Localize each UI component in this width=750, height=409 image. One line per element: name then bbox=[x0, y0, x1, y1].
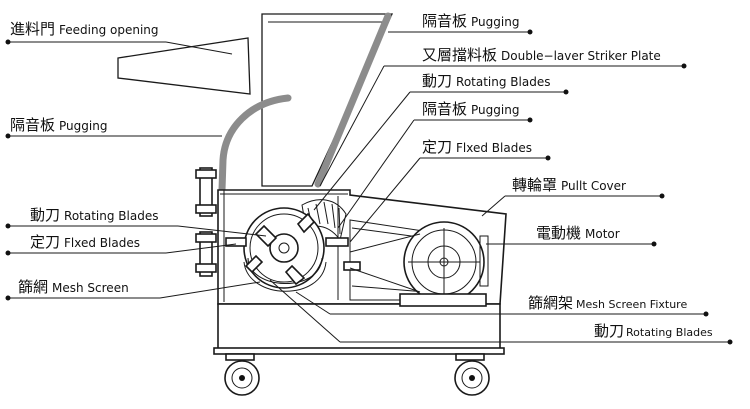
pugging-panels bbox=[218, 12, 392, 194]
label-zh: 動刀 bbox=[30, 206, 60, 224]
machine-drawing bbox=[117, 12, 507, 396]
rotor-assembly bbox=[225, 207, 361, 292]
label-pugging-mid: 隔音板 Pugging bbox=[422, 100, 519, 118]
label-zh: 又層擋料板 bbox=[422, 46, 497, 64]
feed-hopper bbox=[117, 13, 394, 187]
label-en: Feeding opening bbox=[59, 23, 159, 37]
leader-lines bbox=[5, 29, 733, 345]
label-motor: 電動機 Motor bbox=[536, 224, 620, 242]
wheel-left bbox=[224, 360, 260, 396]
label-en: Rotating Blades bbox=[626, 326, 713, 339]
label-en: Rotating Blades bbox=[64, 209, 158, 223]
label-fixed-blades-right: 定刀 Flxed Blades bbox=[422, 138, 532, 156]
label-double-layer-plate: 又層擋料板 Double−laver Striker Plate bbox=[422, 46, 661, 64]
base-frame bbox=[213, 347, 505, 361]
label-en: Pugging bbox=[471, 103, 519, 117]
label-pugging-top: 隔音板 Pugging bbox=[422, 12, 519, 30]
motor bbox=[349, 221, 489, 307]
label-en: Pugging bbox=[471, 15, 519, 29]
label-en: Flxed Blades bbox=[456, 141, 532, 155]
label-zh: 轉輪罩 bbox=[512, 176, 557, 194]
wheel-right bbox=[454, 360, 490, 396]
label-zh: 隔音板 bbox=[10, 116, 55, 134]
label-feeding-opening: 進料門 Feeding opening bbox=[10, 20, 159, 38]
label-zh: 隔音板 bbox=[422, 12, 467, 30]
label-rotating-blades-top: 動刀 Rotating Blades bbox=[422, 72, 550, 90]
label-pugging-left: 隔音板 Pugging bbox=[10, 116, 107, 134]
label-rotating-blades-left: 動刀 Rotating Blades bbox=[30, 206, 158, 224]
label-zh: 動刀 bbox=[422, 72, 452, 90]
label-zh: 動刀 bbox=[594, 322, 624, 340]
label-en: Rotating Blades bbox=[456, 75, 550, 89]
label-zh: 隔音板 bbox=[422, 100, 467, 118]
label-zh: 篩網 bbox=[18, 278, 48, 296]
label-en: Flxed Blades bbox=[64, 236, 140, 250]
label-zh: 定刀 bbox=[30, 233, 60, 251]
label-en: Mesh Screen Fixture bbox=[576, 298, 687, 311]
label-fixed-blades-left: 定刀 Flxed Blades bbox=[30, 233, 140, 251]
label-en: Pullt Cover bbox=[561, 179, 626, 193]
label-zh: 電動機 bbox=[536, 224, 581, 242]
label-pulley-cover: 轉輪罩 Pullt Cover bbox=[512, 176, 626, 194]
label-en: Double−laver Striker Plate bbox=[501, 49, 661, 63]
label-en: Motor bbox=[585, 227, 620, 241]
label-en: Mesh Screen bbox=[52, 281, 129, 295]
label-mesh-screen: 篩網 Mesh Screen bbox=[18, 278, 129, 296]
label-zh: 定刀 bbox=[422, 138, 452, 156]
label-zh: 進料門 bbox=[10, 20, 55, 38]
label-en: Pugging bbox=[59, 119, 107, 133]
label-zh: 篩網架 bbox=[528, 294, 573, 312]
side-clamps bbox=[195, 167, 217, 277]
